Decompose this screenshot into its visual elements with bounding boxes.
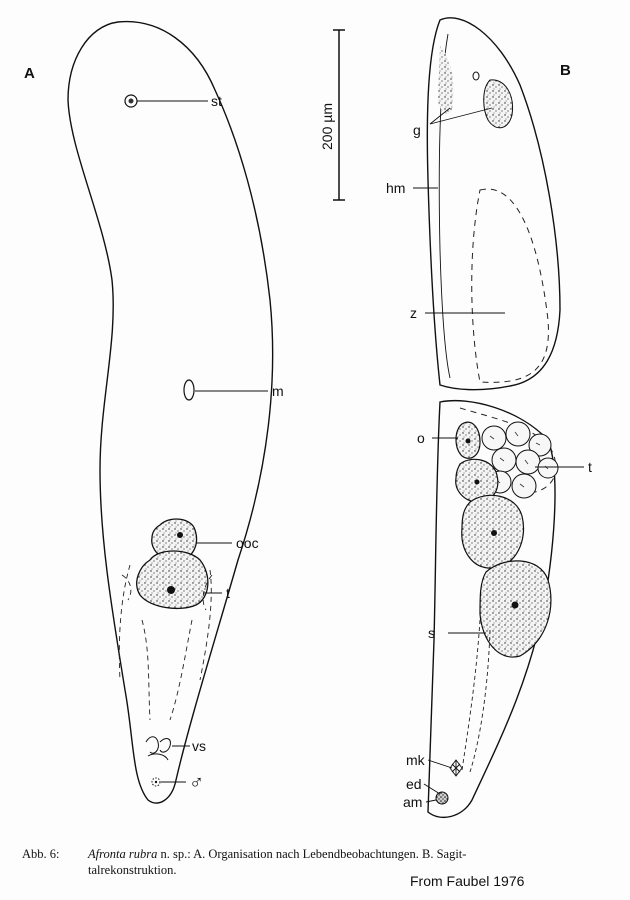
- figure-caption: Abb. 6: Afronta rubra n. sp.: A. Organisa…: [22, 846, 612, 878]
- label-m: m: [272, 383, 284, 399]
- testes-a: [118, 564, 213, 721]
- label-ed: ed: [406, 776, 422, 792]
- label-hm: hm: [386, 180, 405, 196]
- caption-text-line1: n. sp.: A. Organisation nach Lebendbeoba…: [157, 847, 467, 861]
- figure-drawing: A st m ooc: [24, 17, 592, 819]
- mouth-opening: [183, 379, 195, 401]
- caption-number: Abb. 6:: [22, 847, 60, 861]
- label-o: o: [417, 430, 425, 446]
- vesicula-seminalis: [145, 736, 171, 761]
- leader-mk: [427, 759, 453, 769]
- label-z: z: [410, 305, 417, 321]
- scale-bar: 200 µm: [319, 29, 345, 201]
- ovary-oocytes-b: [455, 421, 552, 658]
- panel-a-letter: A: [24, 65, 35, 82]
- label-t-b: t: [588, 459, 592, 475]
- central-syncytium: [471, 188, 549, 383]
- copulatory-organ: [449, 759, 463, 777]
- label-s: s: [428, 625, 435, 641]
- statocyst-b: [472, 71, 480, 81]
- label-st: st: [211, 93, 222, 109]
- statocyst: [124, 94, 138, 108]
- ganglion: [483, 79, 514, 129]
- source-credit: From Faubel 1976: [410, 873, 525, 889]
- leader-g-1: [429, 107, 451, 125]
- leader-am: [425, 799, 437, 803]
- caption-species: Afronta rubra: [88, 847, 158, 861]
- leader-ed: [423, 783, 441, 795]
- label-t-a: t: [226, 585, 230, 601]
- frontal-gland: [438, 45, 454, 114]
- label-male: ♂: [189, 772, 204, 794]
- label-mk: mk: [406, 752, 426, 768]
- label-ooc: ooc: [236, 535, 259, 551]
- panel-b: B g hm z: [386, 17, 592, 819]
- label-vs: vs: [192, 738, 206, 754]
- panel-b-letter: B: [560, 62, 571, 79]
- male-pore: [151, 777, 161, 787]
- testes-b-markings: [489, 431, 549, 488]
- label-g: g: [413, 122, 421, 138]
- panel-a-body-outline: [67, 20, 274, 804]
- caption-text-line2: talrekonstruktion.: [88, 863, 177, 877]
- scale-bar-label: 200 µm: [319, 103, 335, 150]
- antrum: [435, 791, 449, 805]
- sperm-tract: [461, 619, 491, 773]
- panel-a: A st m ooc: [24, 20, 284, 804]
- leader-g-2: [429, 107, 493, 125]
- panel-b-anterior-outline: [426, 17, 561, 391]
- label-am: am: [403, 794, 422, 810]
- oocytes-a: [136, 518, 209, 610]
